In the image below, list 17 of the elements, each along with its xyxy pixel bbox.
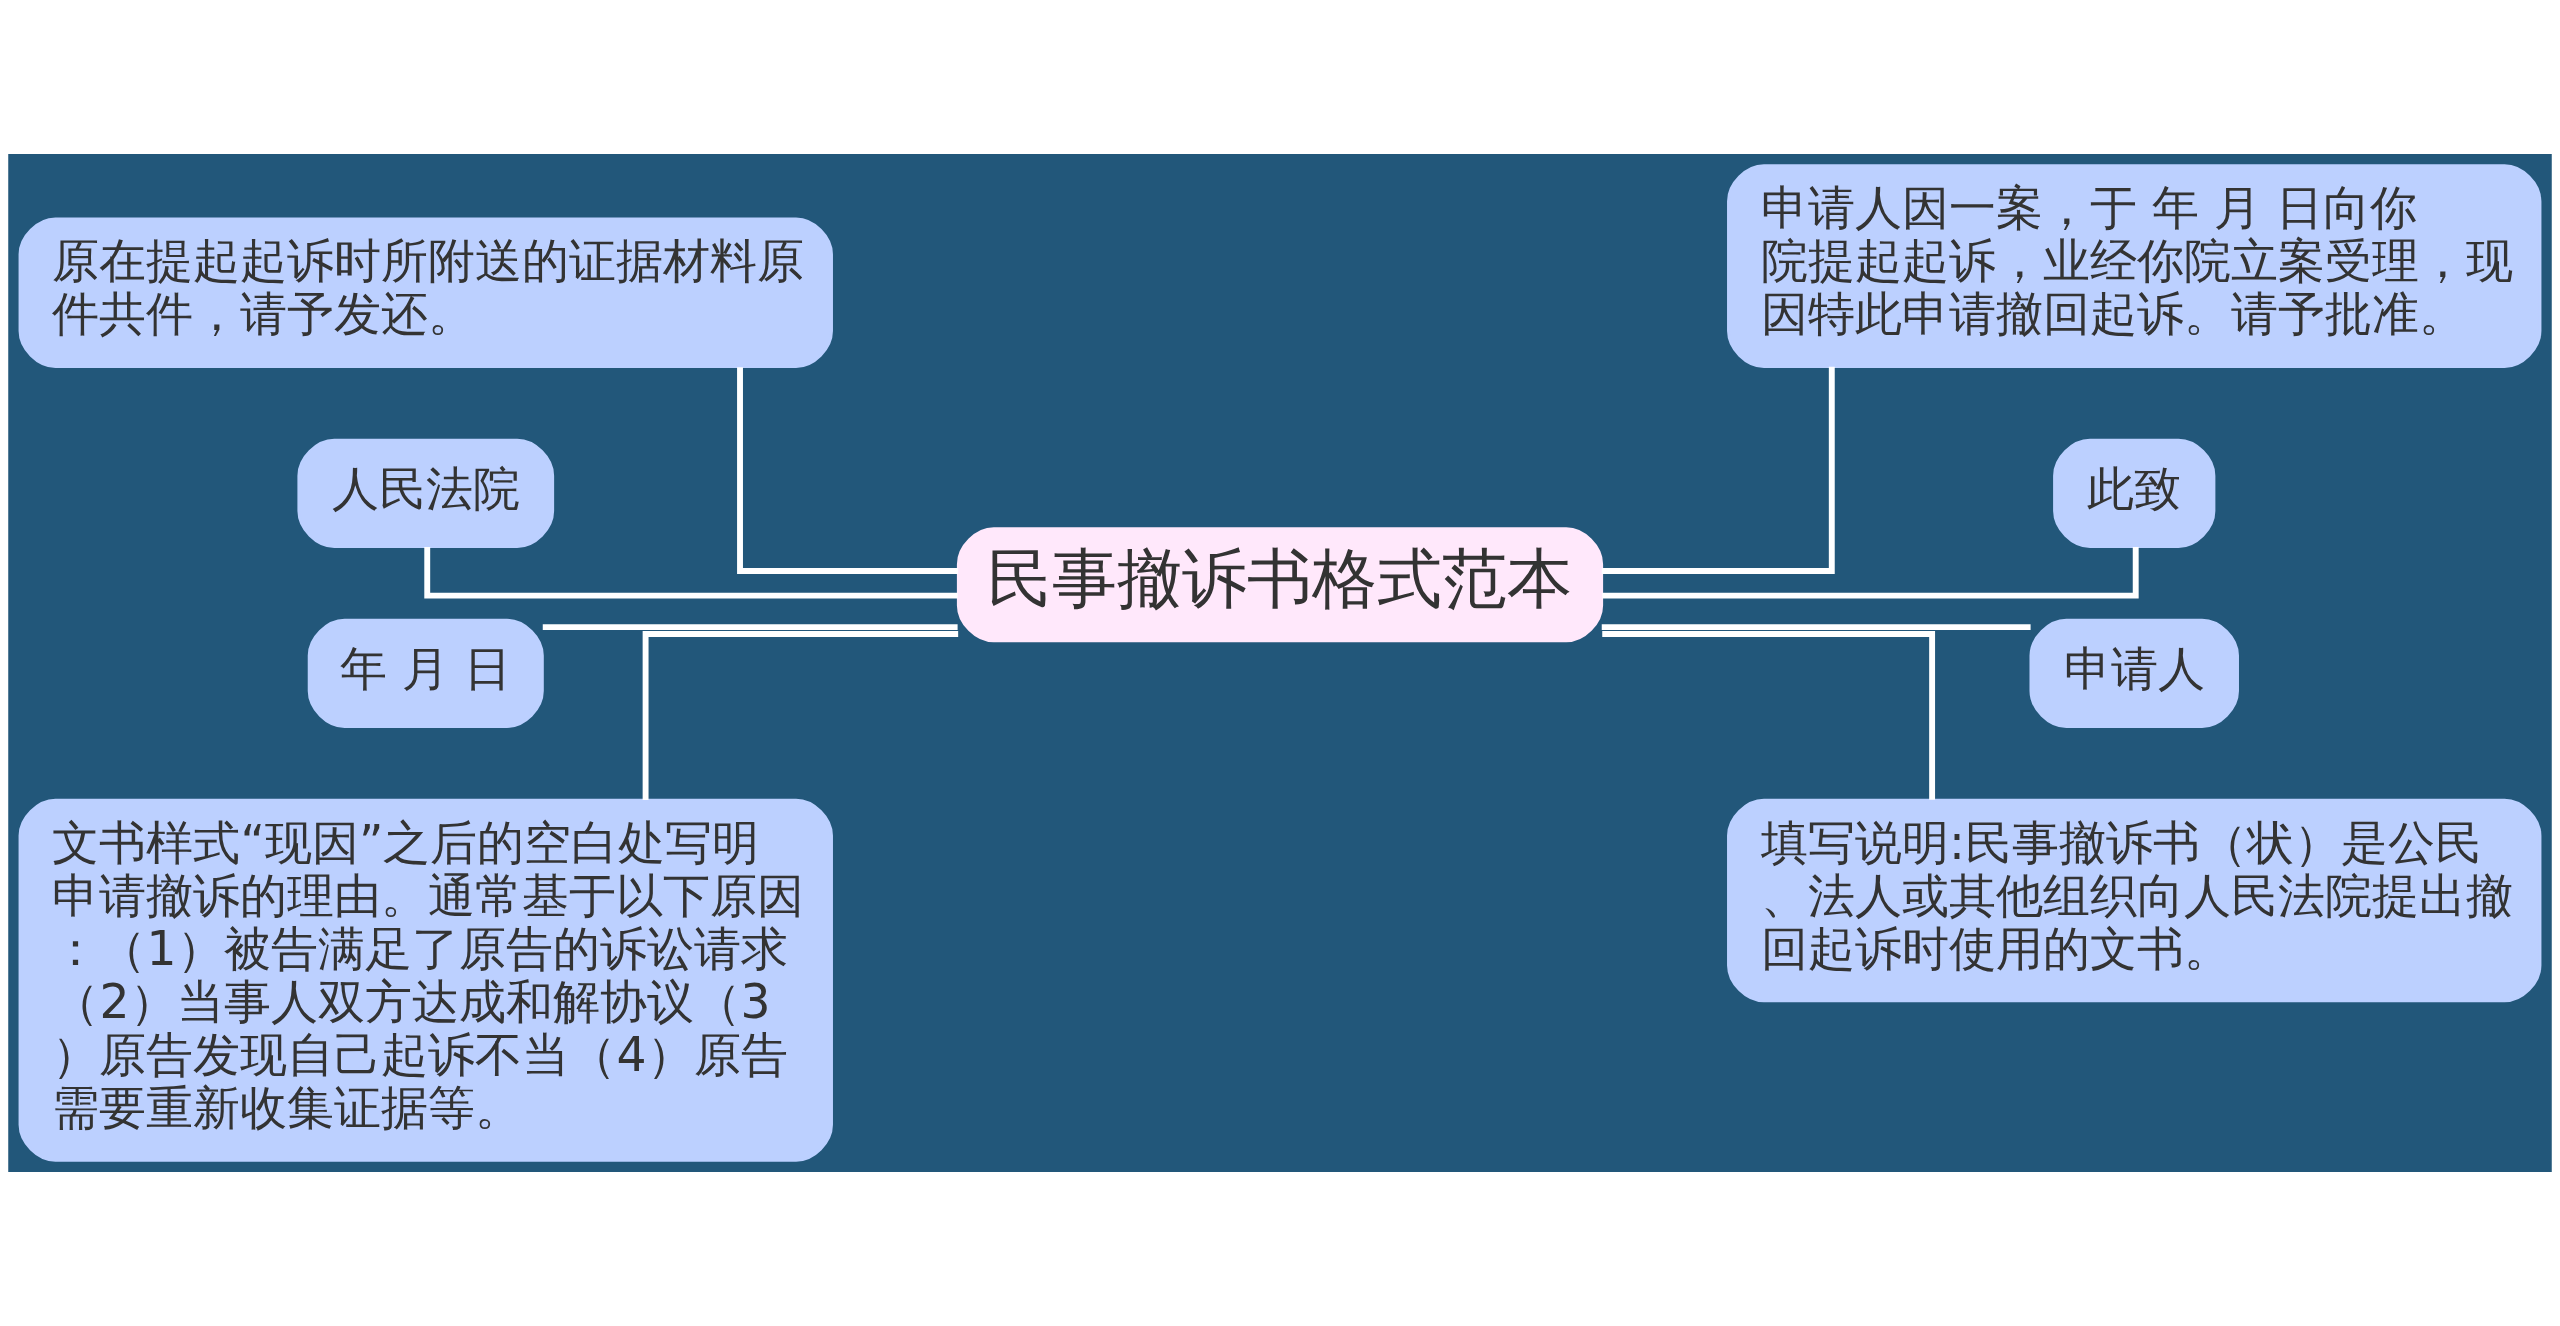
node-box: 填写说明:民事撤诉书（状）是公民、法人或其他组织向人民法院提出撤回起诉时使用的文书。	[1727, 798, 2542, 1003]
node-box: 年 月 日	[307, 618, 544, 728]
connector	[424, 546, 958, 599]
connector	[737, 367, 959, 574]
node-box: 文书样式“现因”之后的空白处写明申请撤诉的理由。通常基于以下原因：（1）被告满足了原告的诉讼请求（2）当事人双方达成和解协议（3）原告发现自己起诉不当（4）原告需要重新收集证据等。	[18, 798, 833, 1162]
connector	[542, 624, 958, 631]
node-box: 申请人	[2029, 618, 2239, 728]
node-box: 人民法院	[297, 438, 555, 548]
connector	[1601, 366, 1835, 574]
connector	[1602, 631, 1936, 800]
connector	[642, 631, 959, 800]
connector	[1601, 624, 2031, 631]
node-box: 此致	[2053, 438, 2216, 548]
connector	[1602, 546, 2139, 599]
node-box: 民事撤诉书格式范本	[956, 527, 1604, 643]
node-box: 申请人因一案，于 年 月 日向你院提起起诉，业经你院立案受理，现因特此申请撤回起诉。请予批准。	[1727, 164, 2542, 368]
node-box: 原在提起起诉时所附送的证据材料原件共件，请予发还。	[18, 217, 833, 368]
